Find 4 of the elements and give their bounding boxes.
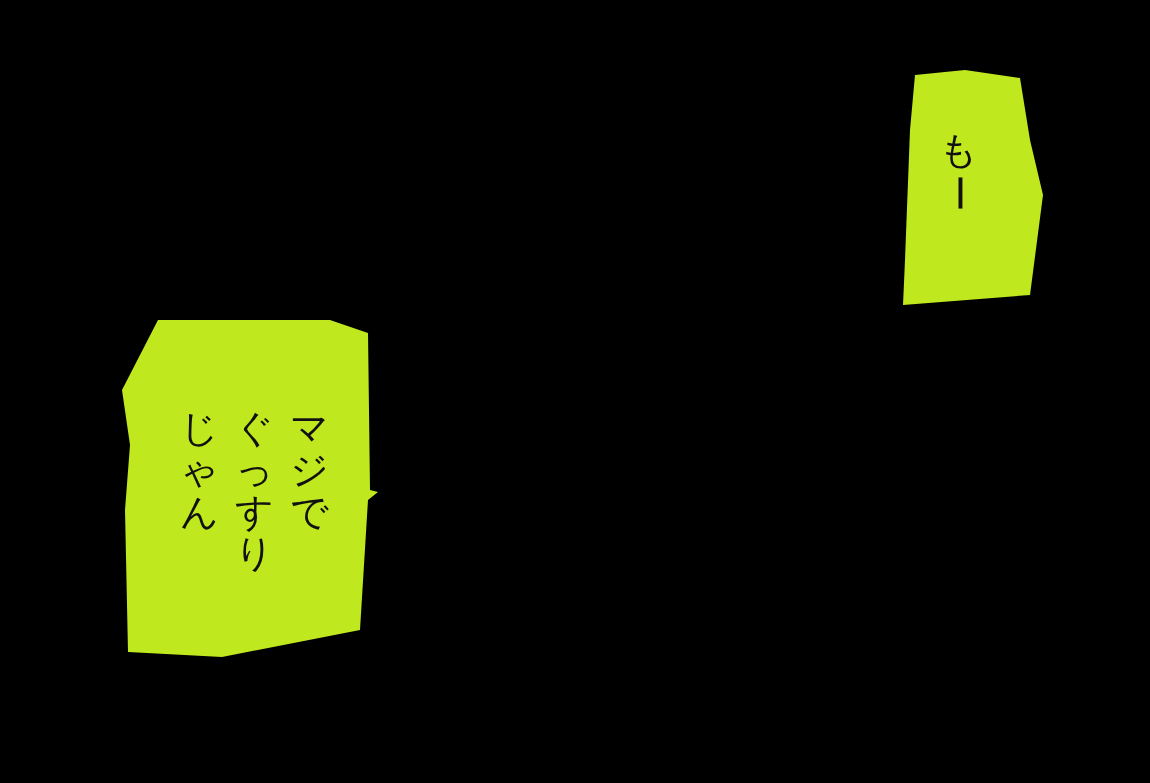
speech-box xyxy=(903,70,1043,307)
speech-text: もー xyxy=(936,130,983,214)
speech-box xyxy=(122,320,380,660)
speech-text: マジでぐっすりじゃん xyxy=(179,408,331,576)
